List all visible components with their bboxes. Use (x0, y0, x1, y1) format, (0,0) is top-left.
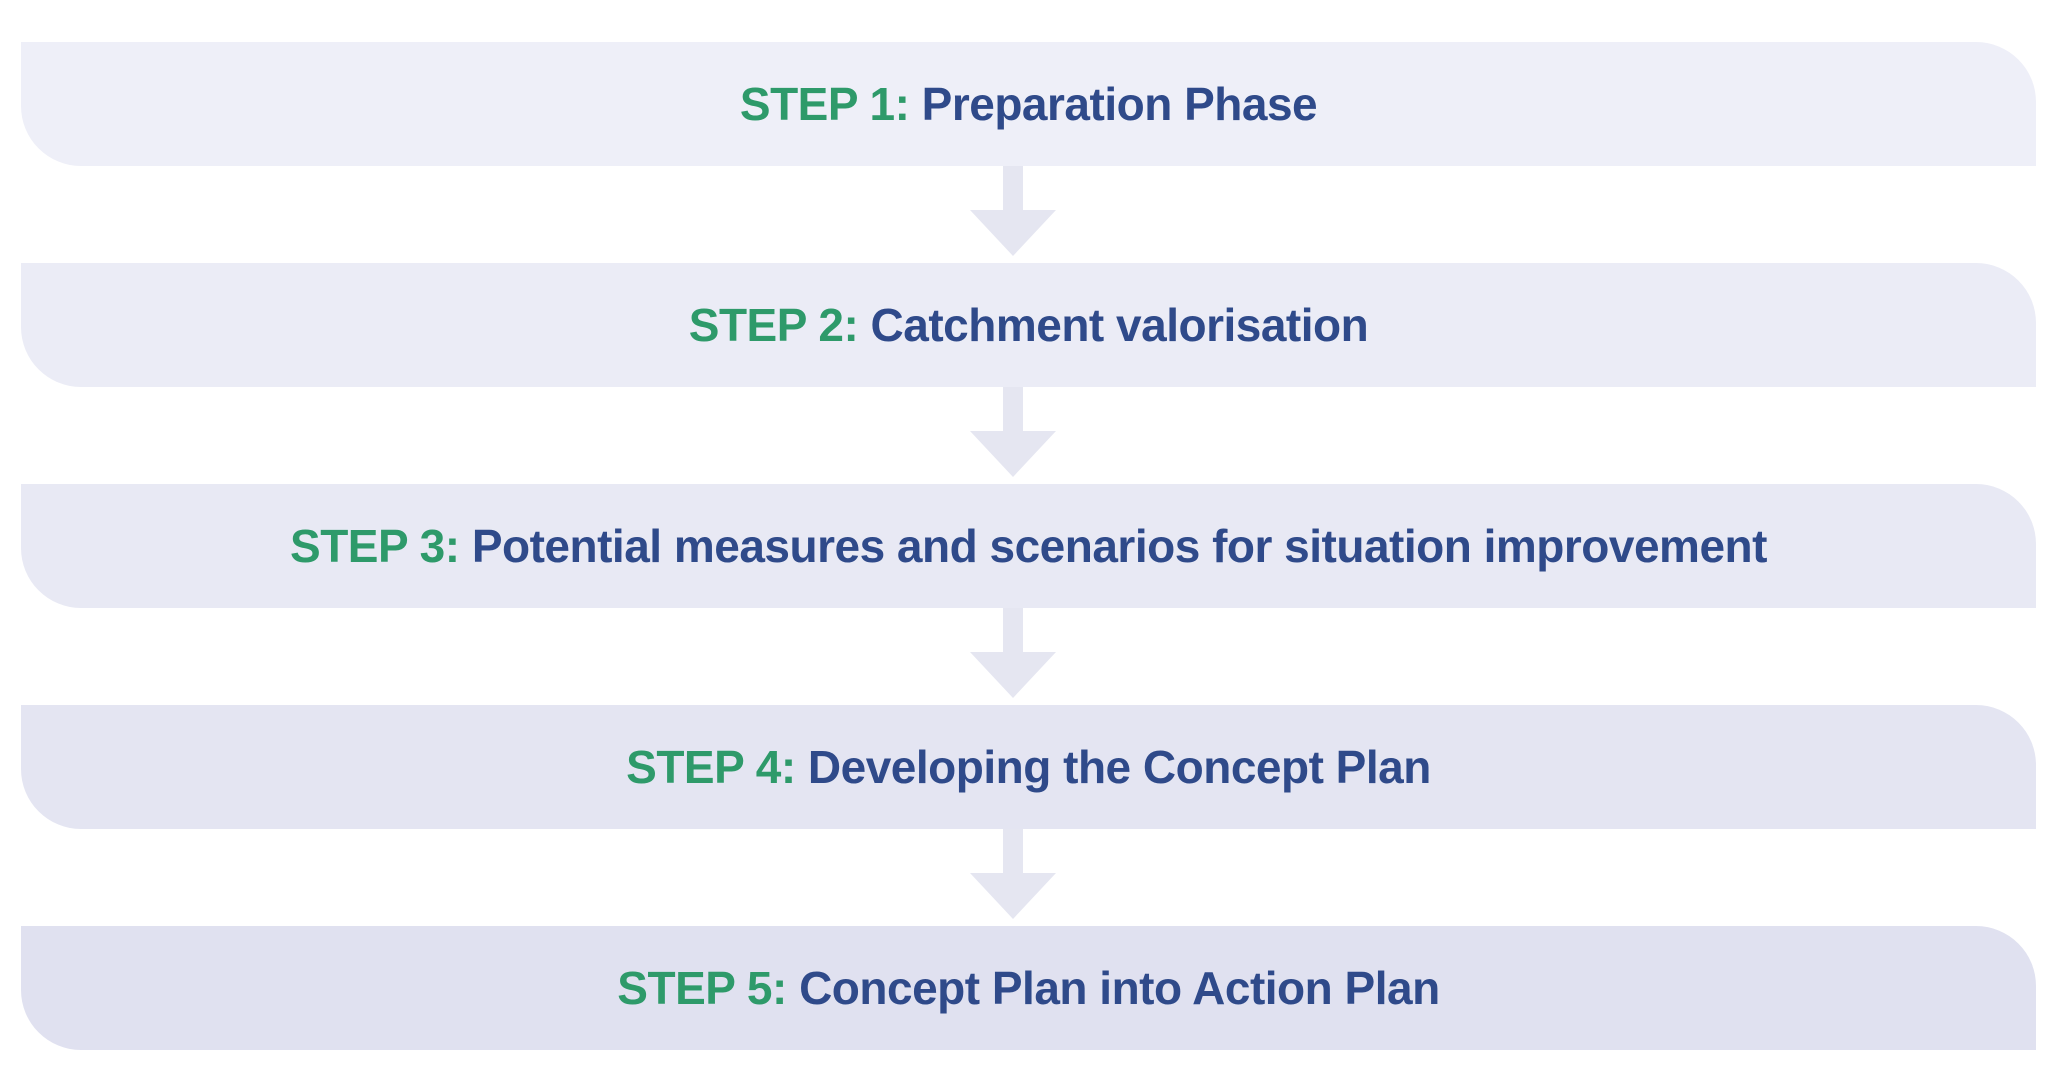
step-title-3: Potential measures and scenarios for sit… (471, 520, 1768, 572)
step-label-5: STEP 5: (617, 962, 787, 1014)
step-box-3: STEP 3: Potential measures and scenarios… (21, 484, 2036, 608)
down-arrow-icon (970, 387, 1056, 477)
step-label-3: STEP 3: (290, 520, 460, 572)
step-box-4: STEP 4: Developing the Concept Plan (21, 705, 2036, 829)
step-text-4: STEP 4: Developing the Concept Plan (626, 740, 1431, 794)
step-box-5: STEP 5: Concept Plan into Action Plan (21, 926, 2036, 1050)
down-arrow-icon (970, 829, 1056, 919)
step-title-4: Developing the Concept Plan (807, 741, 1431, 793)
step-text-3: STEP 3: Potential measures and scenarios… (290, 519, 1767, 573)
step-text-1: STEP 1: Preparation Phase (739, 77, 1318, 131)
step-title-1: Preparation Phase (921, 78, 1318, 130)
step-title-5: Concept Plan into Action Plan (799, 962, 1440, 1014)
step-text-5: STEP 5: Concept Plan into Action Plan (617, 961, 1440, 1015)
step-label-4: STEP 4: (626, 741, 796, 793)
down-arrow-icon (970, 166, 1056, 256)
step-label-1: STEP 1: (739, 78, 910, 130)
step-label-2: STEP 2: (688, 299, 859, 351)
step-title-2: Catchment valorisation (870, 299, 1369, 351)
step-box-2: STEP 2: Catchment valorisation (21, 263, 2036, 387)
step-box-1: STEP 1: Preparation Phase (21, 42, 2036, 166)
down-arrow-icon (970, 608, 1056, 698)
step-text-2: STEP 2: Catchment valorisation (688, 298, 1369, 352)
